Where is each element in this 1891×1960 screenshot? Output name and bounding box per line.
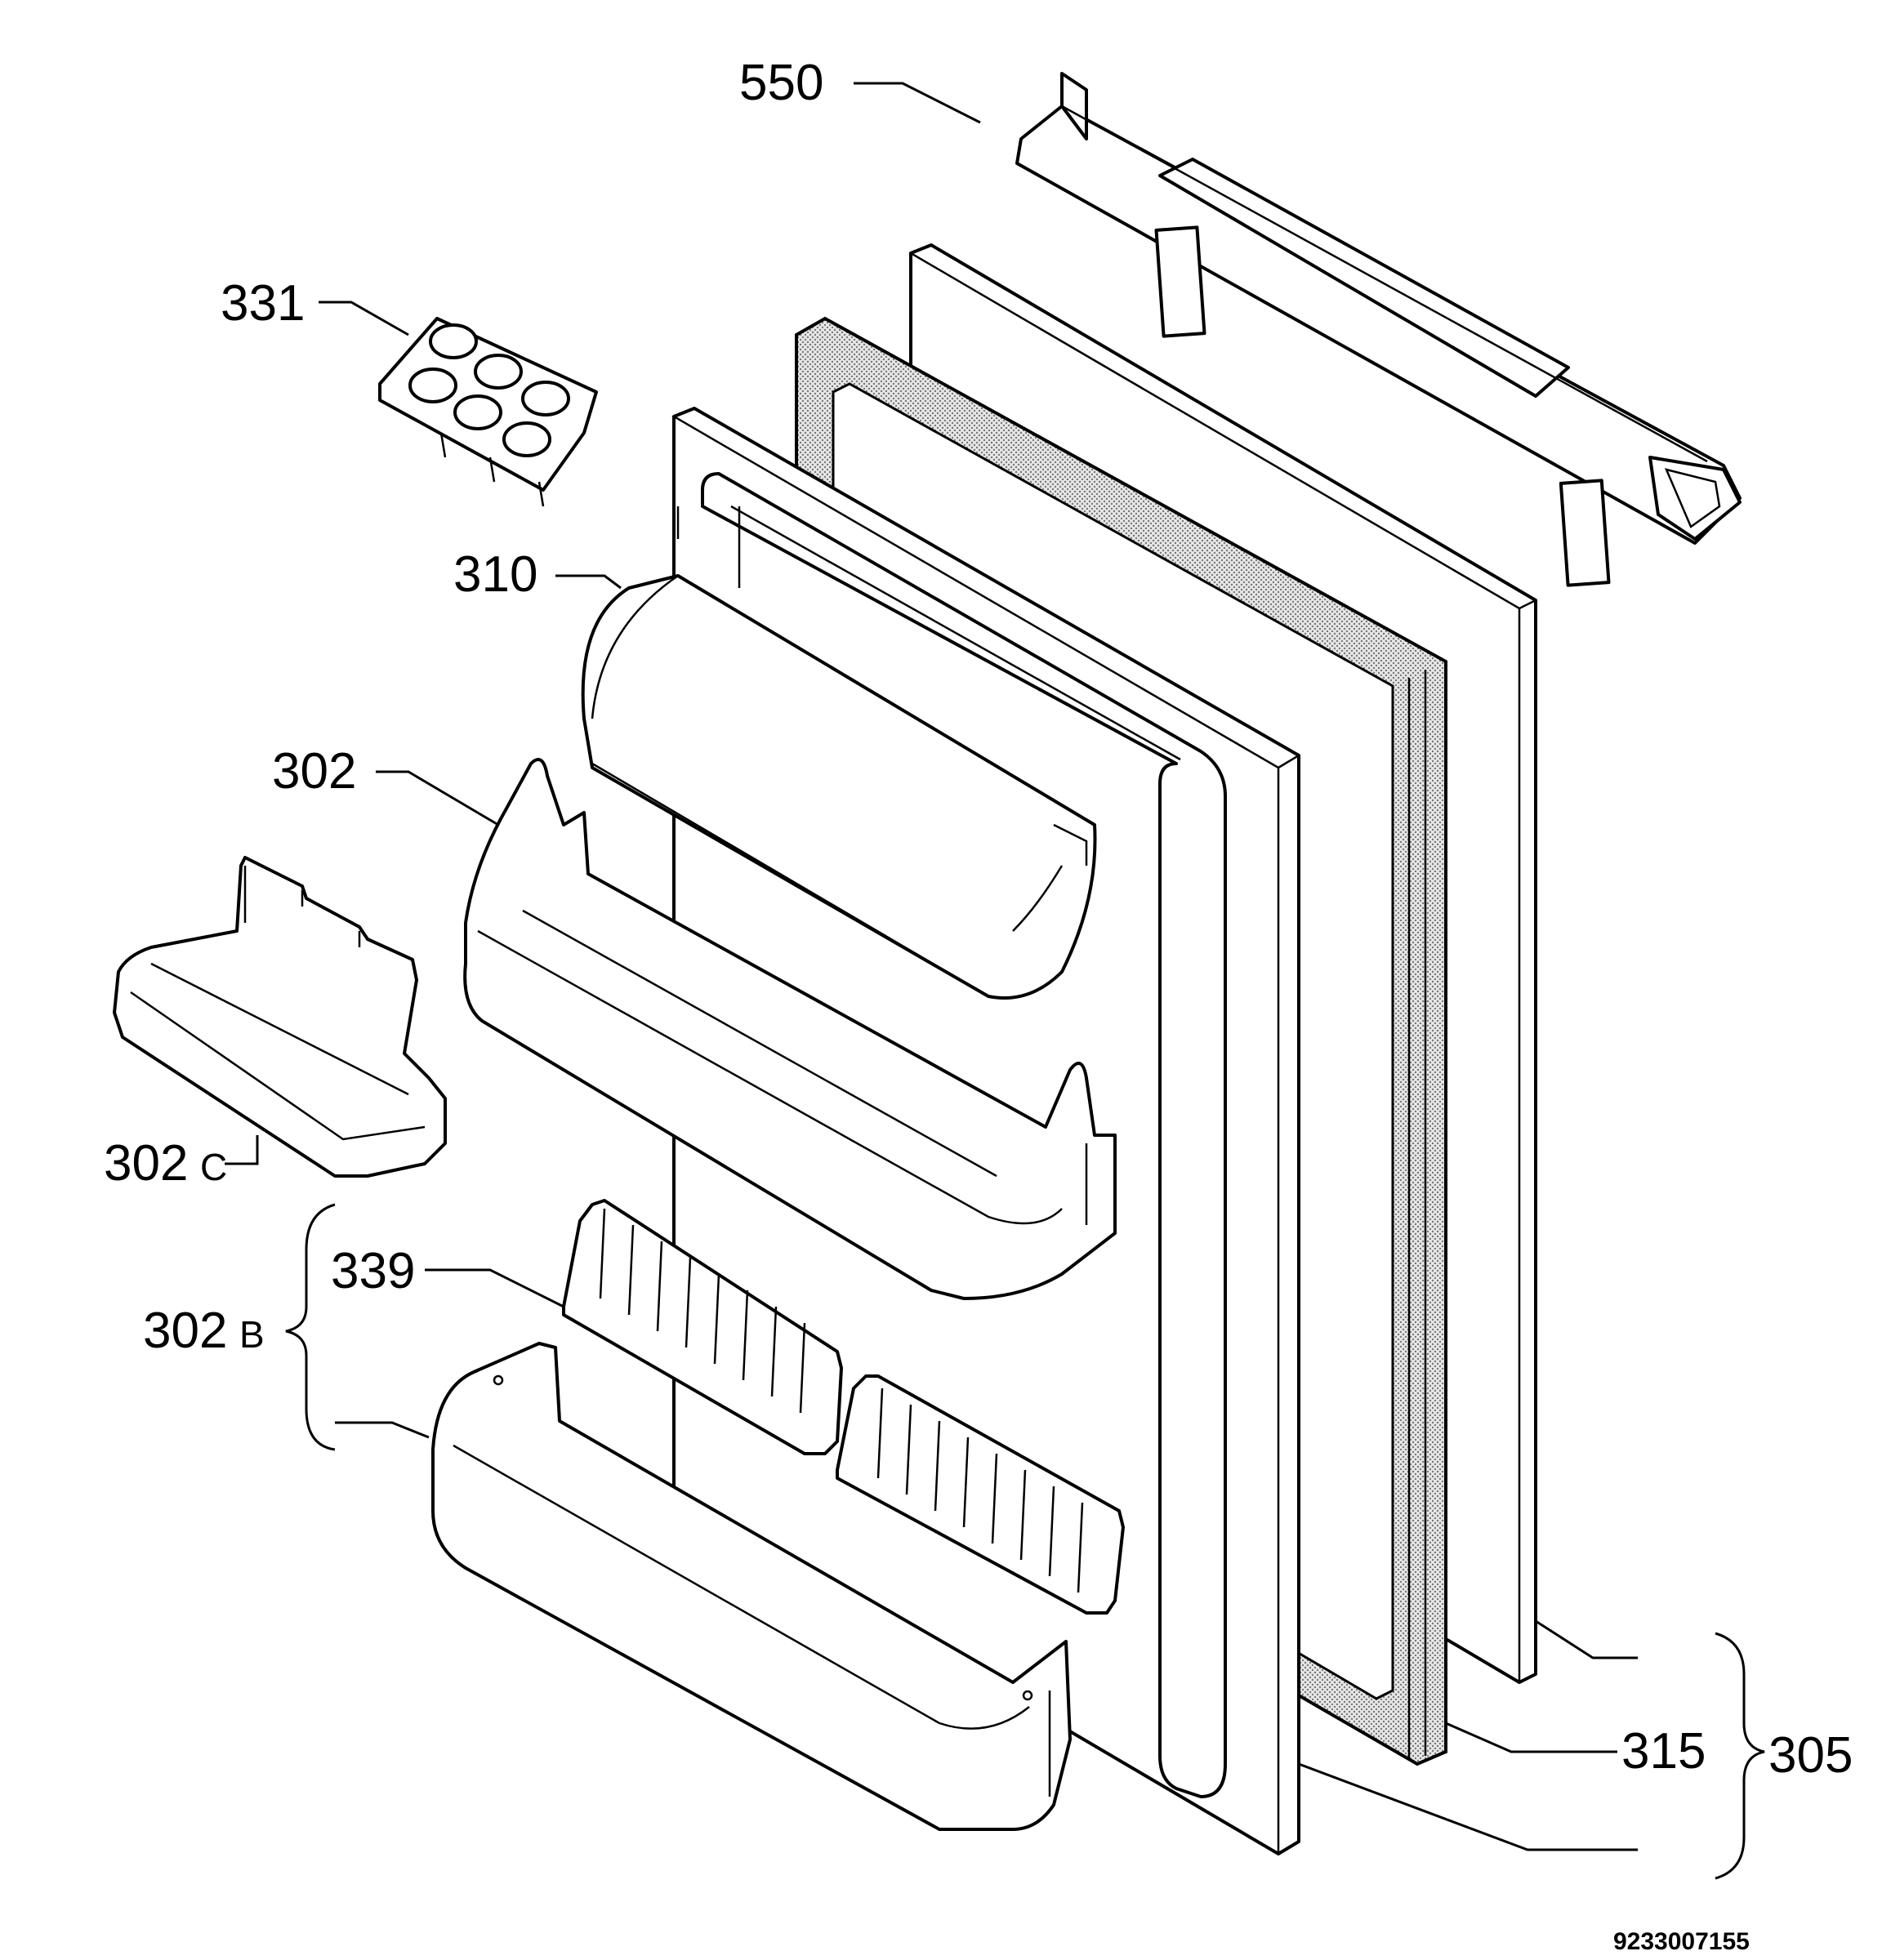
label-302c-number: 302 (104, 1135, 188, 1192)
document-number: 9233007155 (1613, 1928, 1750, 1955)
part-339-bottle-retainers (562, 1199, 1125, 1615)
label-305: 305 (1768, 1727, 1853, 1784)
label-339: 339 (331, 1243, 415, 1299)
label-302b-number: 302 (143, 1303, 227, 1359)
part-302c-small-shelf (113, 856, 447, 1178)
label-331: 331 (221, 275, 305, 332)
label-302: 302 (272, 743, 356, 800)
label-310: 310 (453, 546, 537, 603)
part-550-hinge-bar (1015, 72, 1742, 587)
part-310-flap (581, 574, 1097, 1000)
part-302b-bottle-shelf (431, 1342, 1072, 1831)
label-302c-suffix: C (200, 1146, 227, 1188)
label-550: 550 (739, 55, 823, 111)
leader-lines (225, 82, 1765, 1880)
label-315: 315 (1621, 1723, 1706, 1780)
part-331-egg-tray (378, 317, 598, 507)
label-302b-suffix: B (239, 1313, 265, 1356)
